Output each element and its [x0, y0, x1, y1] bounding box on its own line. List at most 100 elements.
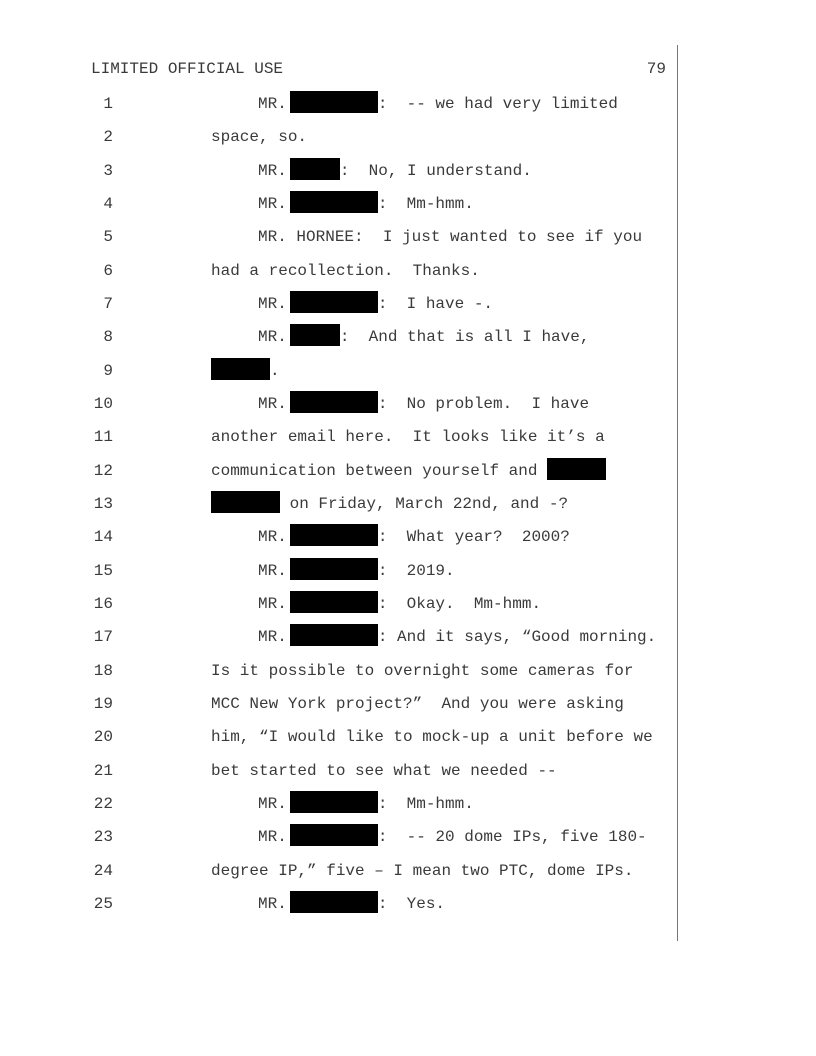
text-segment: : Yes.: [377, 894, 446, 913]
transcript-line: 21 bet started to see what we needed --: [0, 755, 700, 788]
line-text: bet started to see what we needed --: [211, 755, 557, 788]
line-number: 24: [93, 861, 113, 880]
classification-header: LIMITED OFFICIAL USE: [91, 60, 284, 78]
line-text: MR.: And that is all I have,: [258, 321, 589, 354]
line-text: MR.: Okay. Mm-hmm.: [258, 588, 541, 621]
redaction-box: [211, 357, 270, 380]
text-segment: MR.: [258, 794, 287, 813]
line-number: 3: [103, 161, 113, 180]
text-segment: degree IP,” five – I mean two PTC, dome …: [211, 861, 634, 880]
line-number: 6: [103, 261, 113, 280]
redaction-box: [289, 824, 378, 847]
redaction-box: [289, 557, 378, 580]
transcript-line: 4 MR. : Mm-hmm.: [0, 188, 700, 221]
text-segment: : Mm-hmm.: [377, 794, 474, 813]
transcript-line: 22 MR. : Mm-hmm.: [0, 788, 700, 821]
text-segment: MR.: [258, 628, 287, 647]
text-segment: MR.: [258, 194, 287, 213]
line-text: MR. : -- we had very limited: [258, 88, 618, 121]
line-number: 13: [93, 494, 113, 513]
redaction-box: [289, 157, 340, 180]
redaction-box: [289, 624, 378, 647]
line-text: space, so.: [211, 121, 307, 154]
line-text: another email here. It looks like it’s a: [211, 421, 605, 454]
line-text: MR.: What year? 2000?: [258, 521, 570, 554]
line-number: 15: [93, 561, 113, 580]
text-segment: Is it possible to overnight some cameras…: [211, 661, 634, 680]
line-text: MR. : No, I understand.: [258, 155, 532, 188]
transcript-line: 24 degree IP,” five – I mean two PTC, dom…: [0, 855, 700, 888]
line-number: 19: [93, 694, 113, 713]
line-number: 9: [103, 361, 113, 380]
line-number: 22: [93, 794, 113, 813]
text-segment: MR.: [258, 294, 287, 313]
line-number: 11: [93, 428, 113, 447]
line-text: him, “I would like to mock-up a unit bef…: [211, 721, 653, 754]
text-segment: MR.: [258, 828, 287, 847]
line-text: MR.: No problem. I have: [258, 388, 589, 421]
line-number: 21: [93, 761, 113, 780]
page-number: 79: [646, 60, 666, 78]
transcript-line: 3 MR. : No, I understand.: [0, 155, 700, 188]
redaction-box: [289, 324, 340, 347]
text-segment: : Okay. Mm-hmm.: [377, 594, 542, 613]
transcript-line: 19 MCC New York project?” And you were as…: [0, 688, 700, 721]
line-text: MR.: Yes.: [258, 888, 445, 921]
line-number: 4: [103, 194, 113, 213]
text-segment: : Mm-hmm.: [377, 194, 474, 213]
line-text: .: [211, 355, 280, 388]
transcript-line: 16 MR.: Okay. Mm-hmm.: [0, 588, 700, 621]
text-segment: MR.: [258, 528, 287, 547]
text-segment: space, so.: [211, 128, 308, 147]
line-text: MR.: I have -.: [258, 288, 493, 321]
line-text: MR. : And it says, “Good morning.: [258, 621, 656, 654]
text-segment: MCC New York project?” And you were aski…: [211, 694, 624, 713]
line-number: 17: [93, 628, 113, 647]
redaction-box: [289, 790, 378, 813]
transcript-line: 12 communication between yourself and: [0, 455, 700, 488]
text-segment: : And it says, “Good morning.: [377, 628, 657, 647]
line-number: 25: [93, 894, 113, 913]
transcript-line: 11 another email here. It looks like it’s…: [0, 421, 700, 454]
text-segment: him, “I would like to mock-up a unit bef…: [211, 728, 653, 747]
text-segment: communication between yourself and: [211, 461, 548, 480]
text-segment: : -- 20 dome IPs, five 180-: [377, 828, 647, 847]
line-number: 12: [93, 461, 113, 480]
redaction-box: [211, 490, 280, 513]
text-segment: .: [270, 361, 280, 380]
text-segment: on Friday, March 22nd, and -?: [280, 494, 569, 513]
redaction-box: [547, 457, 607, 480]
text-segment: bet started to see what we needed --: [211, 761, 557, 780]
line-number: 16: [93, 594, 113, 613]
transcript-line: 6 had a recollection. Thanks.: [0, 255, 700, 288]
line-text: on Friday, March 22nd, and -?: [211, 488, 568, 521]
line-number: 14: [93, 528, 113, 547]
line-text: MCC New York project?” And you were aski…: [211, 688, 624, 721]
line-text: degree IP,” five – I mean two PTC, dome …: [211, 855, 633, 888]
transcript-line: 25 MR.: Yes.: [0, 888, 700, 921]
line-text: Is it possible to overnight some cameras…: [211, 655, 633, 688]
text-segment: MR.: [258, 394, 287, 413]
redaction-box: [289, 390, 378, 413]
line-number: 2: [103, 128, 113, 147]
redaction-box: [289, 524, 378, 547]
transcript-line: 14 MR.: What year? 2000?: [0, 521, 700, 554]
redaction-box: [289, 590, 378, 613]
line-text: MR. : Mm-hmm.: [258, 788, 474, 821]
text-segment: : No, I understand.: [339, 161, 532, 180]
text-segment: MR.: [258, 561, 287, 580]
text-segment: had a recollection. Thanks.: [211, 261, 480, 280]
right-margin-rule: [677, 45, 678, 941]
text-segment: MR.: [258, 161, 287, 180]
text-segment: MR.: [258, 328, 287, 347]
text-segment: MR.: [258, 95, 287, 113]
text-segment: : -- we had very limited: [377, 95, 618, 113]
